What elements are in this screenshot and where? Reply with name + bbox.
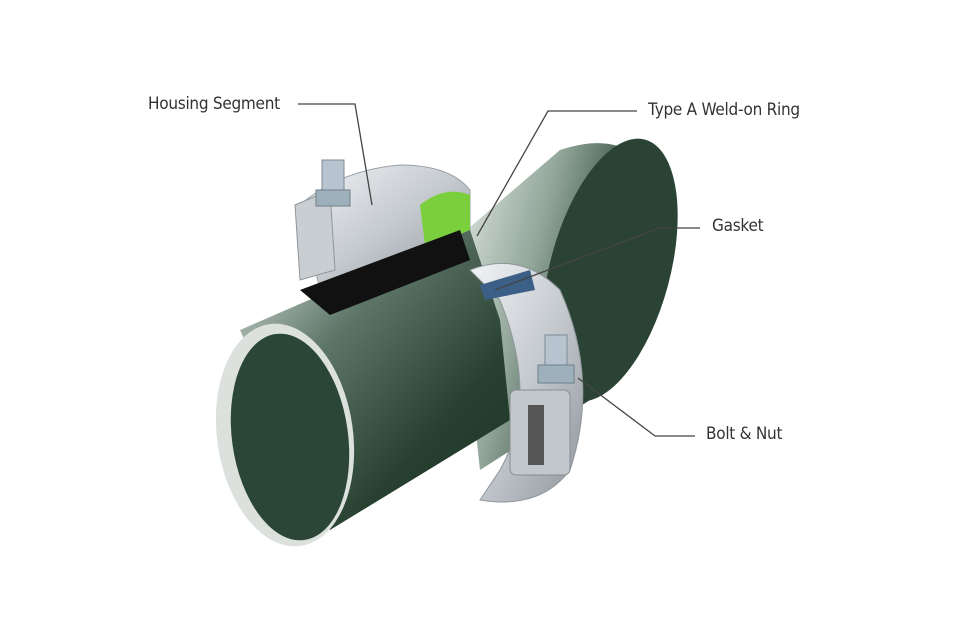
leader-weld-ring xyxy=(476,110,637,237)
label-gasket: Gasket xyxy=(712,216,764,236)
label-bolt-nut: Bolt & Nut xyxy=(706,424,783,444)
bolt-lower-icon xyxy=(537,334,575,384)
left-pipe xyxy=(215,230,510,547)
leader-bolt-nut xyxy=(577,377,695,437)
label-housing-segment: Housing Segment xyxy=(148,94,280,114)
leader-lines xyxy=(298,103,700,437)
bolt-upper-icon xyxy=(315,159,351,207)
label-weld-on-ring: Type A Weld-on Ring xyxy=(648,100,800,120)
leader-housing-segment xyxy=(298,103,373,206)
leader-gasket xyxy=(494,227,700,291)
